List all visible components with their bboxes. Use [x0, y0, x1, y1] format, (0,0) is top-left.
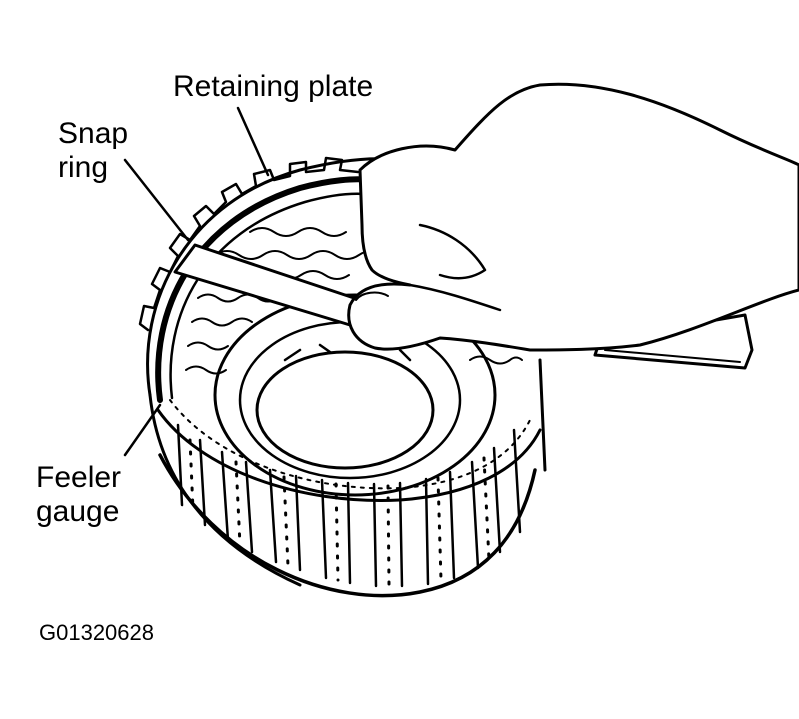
feeler-gauge-blade [173, 243, 362, 327]
snap-ring-leader [123, 158, 190, 242]
retaining-plate [169, 192, 367, 400]
leader-lines [123, 106, 270, 457]
retaining-plate-label: Retaining plate [173, 70, 374, 103]
thumbnail [355, 291, 389, 301]
snap-ring-label-line2: ring [58, 151, 109, 184]
feeler-gauge-label-line2: gauge [36, 495, 120, 528]
clutch-drum [138, 156, 547, 598]
hand-outline [347, 82, 799, 352]
snap-ring-label: Snap ring [58, 117, 128, 185]
drum-rim-lower [156, 408, 542, 502]
hub-inner-ring [255, 350, 435, 470]
drum-bottom-edge [158, 453, 537, 598]
figure-id: G01320628 [39, 620, 154, 645]
hub-middle-ring [238, 320, 462, 480]
feeler-gauge-label: Feeler gauge [36, 461, 121, 529]
snap-ring-label-line1: Snap [58, 117, 129, 150]
drum-teeth [138, 156, 360, 332]
drum-splines [176, 423, 522, 588]
thumb-crease [408, 283, 502, 312]
drum-side-right [538, 358, 547, 472]
feeler-gauge-handle-line [604, 349, 741, 363]
drum-spline-dots [188, 438, 491, 586]
hub-detail [283, 343, 412, 362]
snap-ring [155, 176, 373, 403]
drum-rim-dotted [169, 399, 531, 490]
hub-outer-ring [213, 293, 497, 497]
retaining-plate-leader [236, 106, 270, 177]
finger-crease [418, 223, 487, 280]
feeler-gauge-label-line1: Feeler [36, 461, 122, 494]
hand [347, 82, 799, 352]
feeler-gauge-leader [123, 403, 162, 457]
